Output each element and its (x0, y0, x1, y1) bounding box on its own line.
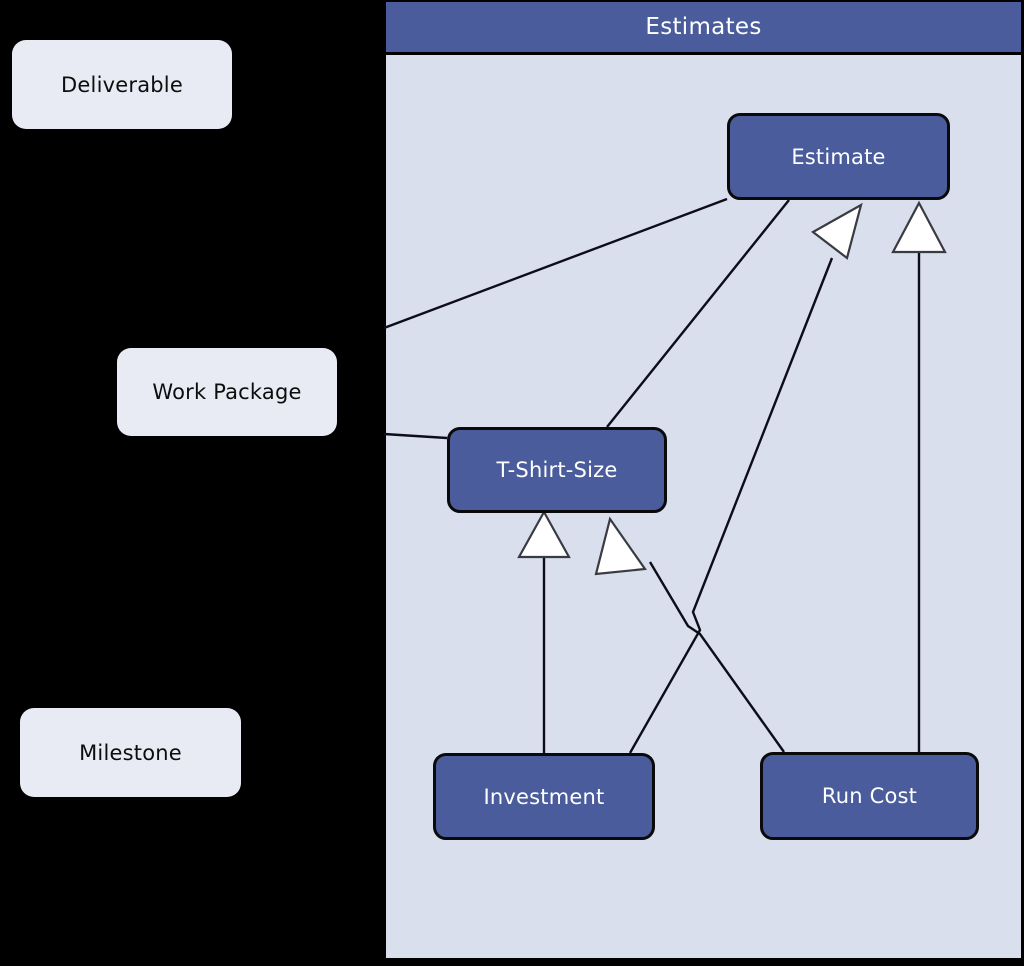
node-tshirt-size-label: T-Shirt-Size (496, 458, 618, 482)
node-work-package[interactable]: Work Package (117, 348, 337, 436)
node-tshirt-size[interactable]: T-Shirt-Size (447, 427, 667, 513)
node-milestone[interactable]: Milestone (20, 708, 241, 797)
node-deliverable[interactable]: Deliverable (12, 40, 232, 129)
node-deliverable-label: Deliverable (61, 72, 183, 97)
node-work-package-label: Work Package (152, 380, 302, 404)
package-header: Estimates (386, 2, 1021, 55)
node-estimate-label: Estimate (791, 144, 886, 169)
node-estimate[interactable]: Estimate (727, 113, 950, 200)
node-investment[interactable]: Investment (433, 753, 655, 840)
node-milestone-label: Milestone (79, 740, 182, 765)
package-title: Estimates (645, 14, 762, 40)
node-investment-label: Investment (483, 784, 605, 809)
node-run-cost[interactable]: Run Cost (760, 752, 979, 840)
node-run-cost-label: Run Cost (821, 784, 918, 808)
